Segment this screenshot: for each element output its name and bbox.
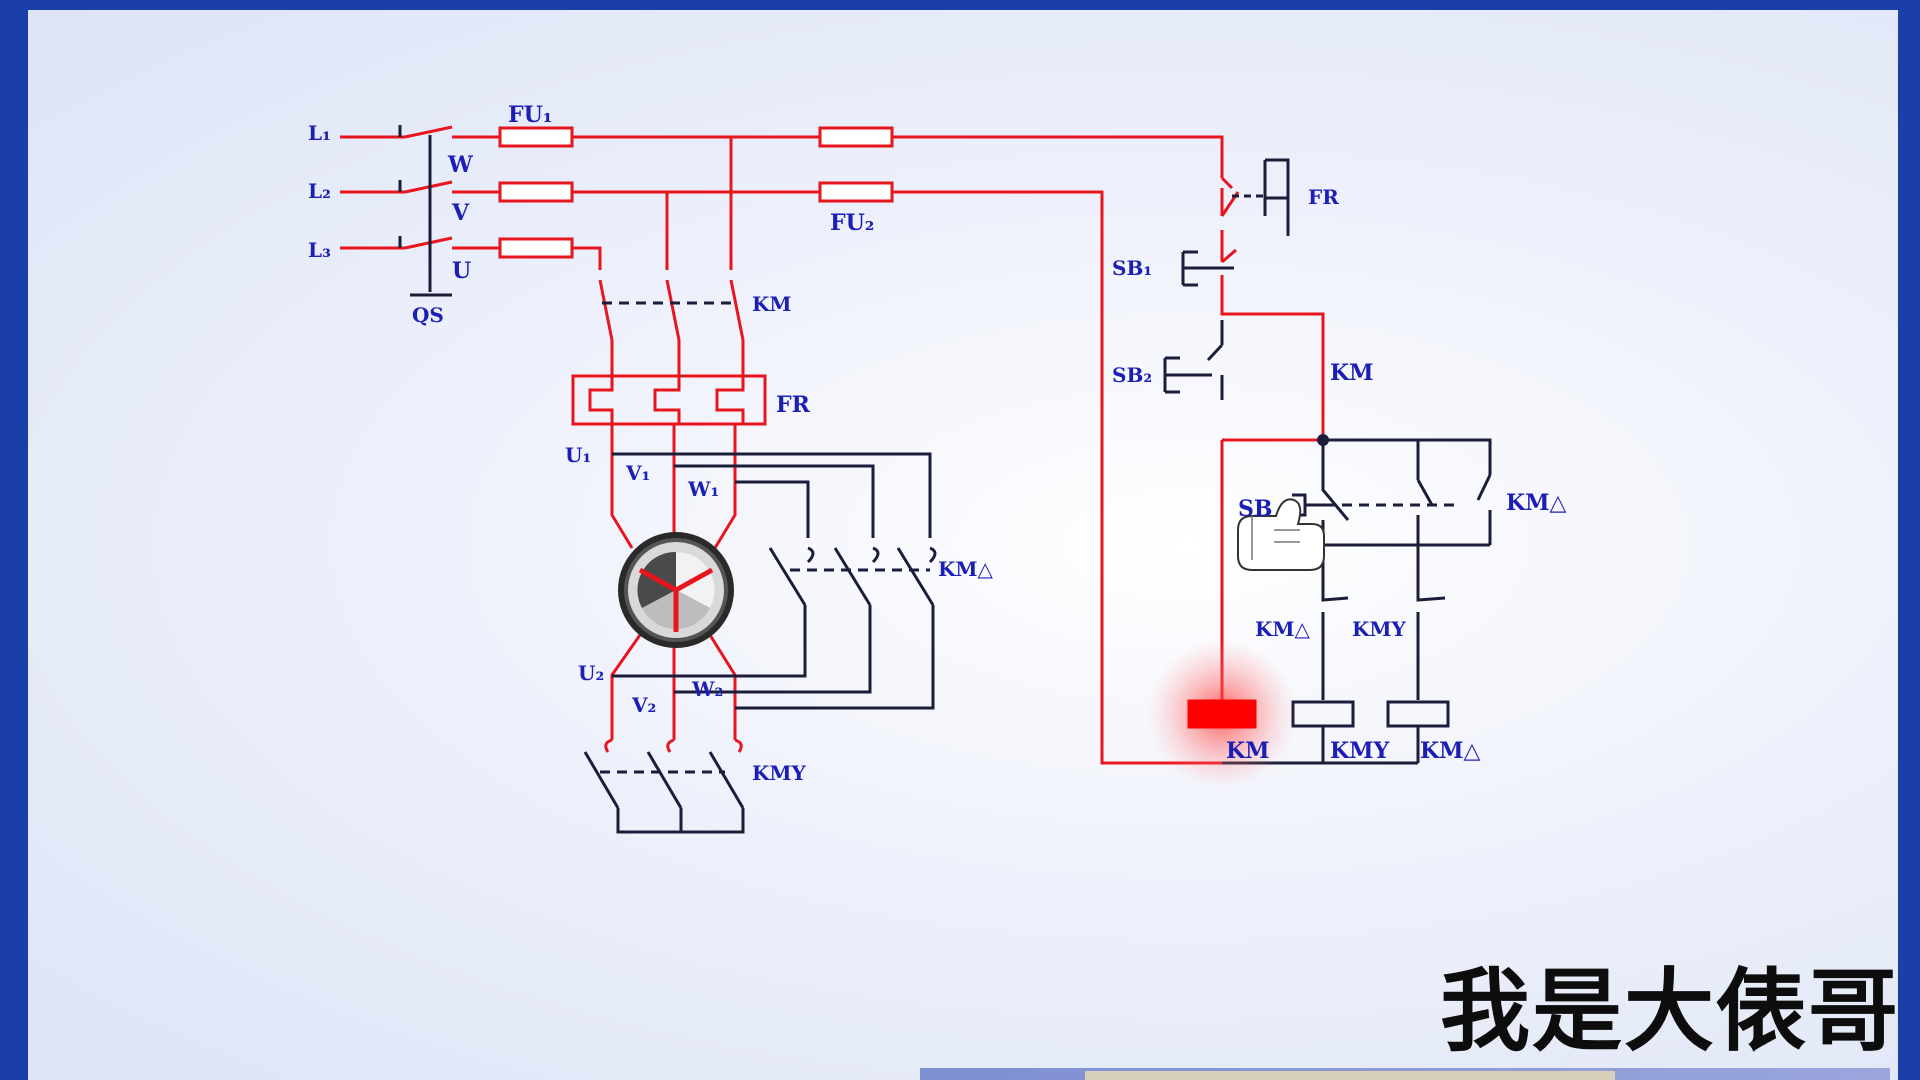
label-l2: L₂	[308, 179, 331, 203]
label-sb2: SB₂	[1112, 363, 1152, 387]
fuse-fu2-a	[818, 126, 894, 148]
fuse-fu1-l2	[498, 181, 574, 203]
slide-background	[28, 10, 1898, 1080]
label-sb1: SB₁	[1112, 256, 1152, 280]
junction-dot	[1317, 434, 1329, 446]
label-fr-main: FR	[776, 392, 811, 418]
deenergized-wiring	[398, 125, 1492, 834]
fuses	[498, 126, 894, 259]
coil-km-active	[1187, 699, 1257, 729]
label-v1: V₁	[625, 461, 650, 485]
label-w1: W₁	[687, 477, 719, 501]
label-km-delta-main: KM△	[938, 557, 994, 581]
label-km-delta-interlock: KM△	[1255, 617, 1311, 641]
label-coil-kmy: KMY	[1330, 738, 1389, 764]
label-l3: L₃	[308, 238, 331, 262]
label-w: W	[447, 152, 473, 178]
fuse-fu2-b	[818, 181, 894, 203]
bottom-progress-fill	[1085, 1071, 1615, 1080]
label-v2: V₂	[631, 693, 656, 717]
label-coil-kmdelta: KM△	[1420, 738, 1480, 764]
energized-wiring	[340, 125, 1325, 765]
label-v: V	[451, 200, 470, 226]
fuse-fu1-l1	[498, 126, 574, 148]
watermark-text: 我是大俵哥	[1440, 958, 1900, 1064]
hand-pointer-icon	[1237, 498, 1325, 571]
label-coil-km: KM	[1226, 738, 1269, 764]
label-km-hold: KM	[1330, 360, 1373, 386]
label-km-main: KM	[752, 292, 792, 316]
diagram-labels: L₁ L₂ L₃ W V U QS FU₁ FU₂ KM FR U₁ V₁ W₁…	[308, 102, 1566, 785]
label-fr-ctrl: FR	[1308, 185, 1339, 209]
label-u2: U₂	[578, 661, 604, 685]
label-u1: U₁	[565, 443, 591, 467]
label-km-delta-ctrl: KM△	[1506, 490, 1566, 516]
label-fu2: FU₂	[830, 210, 874, 236]
motor-icon	[618, 532, 734, 648]
label-fu1: FU₁	[508, 102, 552, 128]
fuse-fu1-l3	[498, 237, 574, 259]
label-sb3: SB	[1238, 496, 1272, 522]
label-kmy-main: KMY	[752, 761, 807, 785]
label-w2: W₂	[691, 677, 723, 701]
label-l1: L₁	[308, 121, 331, 145]
label-qs: QS	[412, 303, 444, 327]
label-kmy-interlock: KMY	[1352, 617, 1407, 641]
label-u: U	[452, 258, 471, 284]
